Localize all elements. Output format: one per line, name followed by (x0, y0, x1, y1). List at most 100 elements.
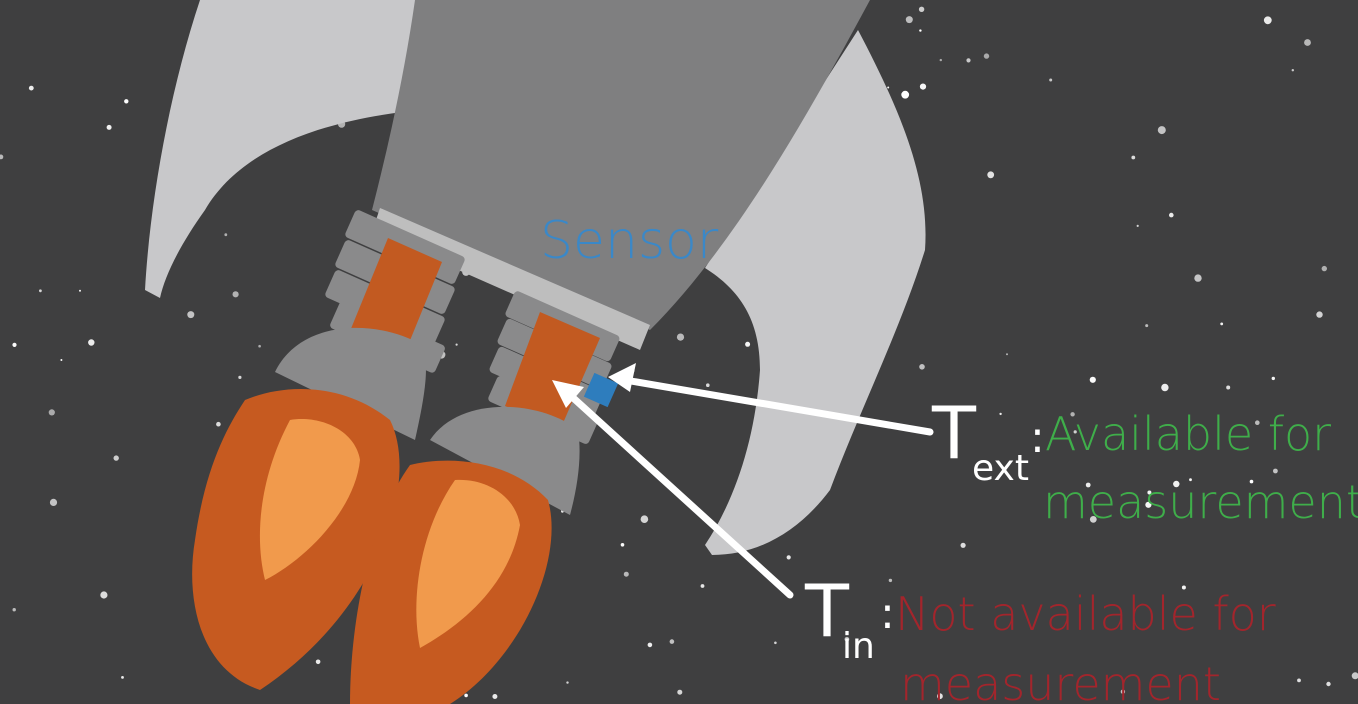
t-in-colon: : (880, 588, 895, 639)
star (647, 642, 653, 648)
star (887, 86, 890, 89)
right-fin (705, 30, 926, 555)
star (939, 58, 942, 62)
star (79, 289, 81, 292)
star (1271, 376, 1276, 381)
star (12, 608, 16, 612)
t-ext-description-line2: measurement (1043, 475, 1358, 529)
star (1194, 274, 1202, 282)
t-ext-subscript: ext (972, 448, 1029, 489)
star (1321, 265, 1328, 272)
arrow-to-nozzle (552, 380, 794, 599)
star (1089, 516, 1097, 523)
star (1273, 468, 1278, 474)
star (1291, 69, 1295, 72)
star (1169, 212, 1174, 218)
sensor-label: Sensor (540, 211, 719, 271)
star (1351, 672, 1358, 680)
star (113, 455, 119, 461)
star (60, 359, 63, 361)
star (124, 99, 129, 104)
star (987, 171, 995, 179)
star (919, 364, 925, 370)
star (1173, 480, 1180, 488)
t-in-subscript: in (842, 626, 875, 667)
star (1316, 311, 1323, 318)
star (1145, 324, 1149, 328)
star (905, 16, 913, 24)
star (1249, 479, 1254, 484)
star (706, 383, 710, 388)
sensor-square-icon (583, 372, 619, 408)
star (88, 339, 95, 346)
rocket-base-collar (372, 208, 650, 350)
star (224, 233, 228, 237)
star (1220, 322, 1224, 326)
star (187, 311, 195, 319)
star (100, 591, 108, 599)
star (258, 344, 261, 348)
star (49, 498, 58, 506)
star (455, 343, 458, 346)
star (1136, 224, 1139, 227)
star (48, 409, 55, 416)
t-in-description-line1: Not available for (895, 587, 1276, 641)
star (745, 341, 751, 347)
star (1226, 385, 1231, 390)
star (676, 333, 685, 341)
star (492, 694, 498, 699)
star (640, 515, 649, 523)
star (677, 689, 683, 695)
star (700, 584, 705, 588)
rocket-body (372, 0, 870, 330)
star (1120, 689, 1126, 694)
star (1131, 155, 1136, 160)
star (888, 578, 893, 583)
star (39, 289, 42, 293)
star (566, 681, 569, 684)
star (999, 412, 1002, 416)
t-ext-colon: : (1030, 412, 1045, 463)
arrow-to-sensor (608, 363, 934, 436)
star (774, 641, 777, 645)
star (966, 58, 971, 63)
star (1326, 681, 1331, 687)
star (901, 90, 910, 99)
star (1304, 39, 1311, 46)
star (1255, 420, 1260, 426)
t-in-description-line2: measurement (900, 657, 1221, 704)
star (983, 53, 990, 59)
star (1189, 478, 1192, 482)
star (12, 342, 17, 347)
star (1085, 482, 1091, 488)
star (919, 83, 927, 90)
star (1181, 585, 1186, 590)
star (1147, 490, 1152, 495)
star (1161, 383, 1169, 392)
star (464, 693, 468, 698)
star (232, 291, 239, 298)
star (28, 85, 34, 91)
star (1073, 430, 1077, 434)
star (216, 421, 221, 427)
star (960, 542, 966, 548)
star (844, 636, 850, 642)
star (623, 571, 629, 577)
star (0, 154, 4, 160)
star (106, 124, 112, 130)
star (121, 676, 124, 679)
star (786, 555, 791, 560)
star (1049, 78, 1053, 82)
t-in-symbol: T (804, 569, 850, 653)
left-fin (145, 0, 420, 298)
star (238, 375, 242, 379)
star (1263, 16, 1272, 25)
star (937, 693, 943, 700)
star (669, 639, 675, 644)
star (919, 29, 922, 32)
star (620, 543, 625, 547)
left-engine (192, 210, 465, 690)
star (1070, 412, 1075, 417)
star (1089, 376, 1096, 383)
